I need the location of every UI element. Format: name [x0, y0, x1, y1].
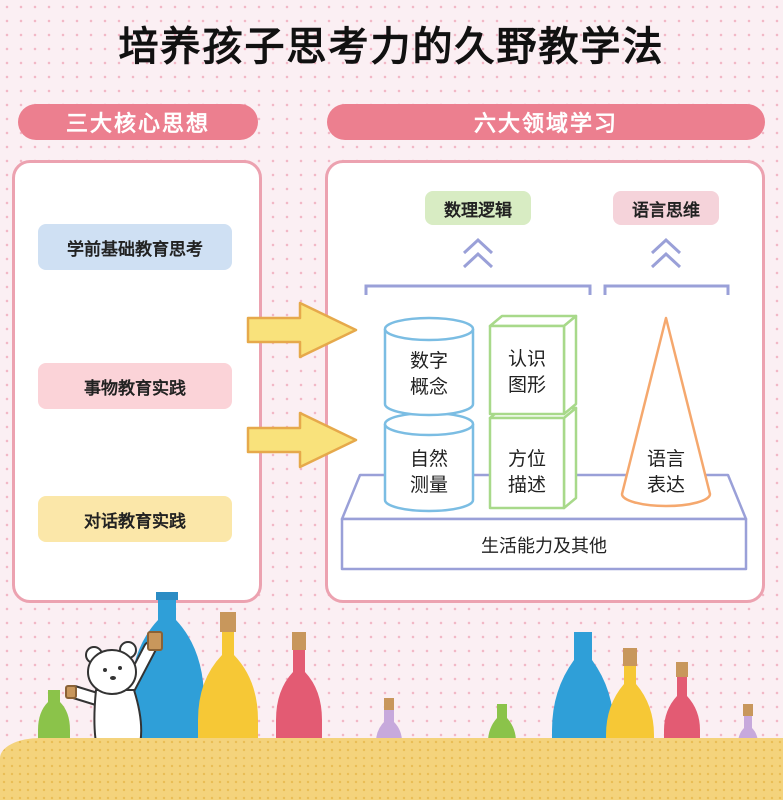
block-label-line: 表达	[646, 474, 685, 496]
ground-decoration	[0, 738, 783, 800]
arrow-icon	[246, 411, 358, 469]
bear-mascot	[65, 631, 163, 753]
double-chevron-up-icon	[650, 237, 682, 269]
block-label-line: 描述	[507, 474, 546, 496]
page-title: 培养孩子思考力的久野教学法	[118, 24, 665, 70]
block-label-line: 认识	[507, 348, 546, 370]
cube-bottom	[488, 406, 578, 510]
block-label-line: 自然	[409, 448, 448, 470]
arrow-icon	[246, 301, 358, 359]
core-ideas-heading: 三大核心思想	[18, 104, 258, 140]
block-label-number-concept: 数字 概念	[385, 348, 473, 400]
six-domains-heading: 六大领域学习	[327, 104, 765, 140]
cylinder-bottom	[383, 411, 475, 513]
domain-label-math-logic: 数理逻辑	[425, 191, 531, 225]
double-chevron-up-icon	[462, 237, 494, 269]
block-label-shapes: 认识 图形	[490, 346, 564, 398]
base-label-life-skills: 生活能力及其他	[481, 536, 607, 557]
core-idea-item: 学前基础教育思考	[38, 224, 232, 270]
core-idea-item: 对话教育实践	[38, 496, 232, 542]
block-label-line: 语言	[646, 448, 685, 470]
block-label-line: 数字	[409, 350, 448, 372]
block-label-nature-measure: 自然 测量	[385, 446, 473, 498]
block-label-line: 方位	[507, 448, 546, 470]
bottle-decoration	[38, 592, 758, 752]
core-idea-item: 事物教育实践	[38, 363, 232, 409]
bracket-language	[603, 284, 730, 295]
bracket-math	[364, 284, 592, 295]
cone	[620, 316, 712, 508]
block-label-line: 测量	[409, 474, 448, 496]
cube-top	[488, 314, 578, 416]
block-label-line: 概念	[409, 376, 448, 398]
domain-label-language-thinking: 语言思维	[613, 191, 719, 225]
cylinder-top	[383, 316, 475, 417]
block-label-line: 图形	[507, 374, 546, 396]
block-label-language-expression: 语言 表达	[622, 446, 710, 498]
block-label-direction: 方位 描述	[490, 446, 564, 498]
